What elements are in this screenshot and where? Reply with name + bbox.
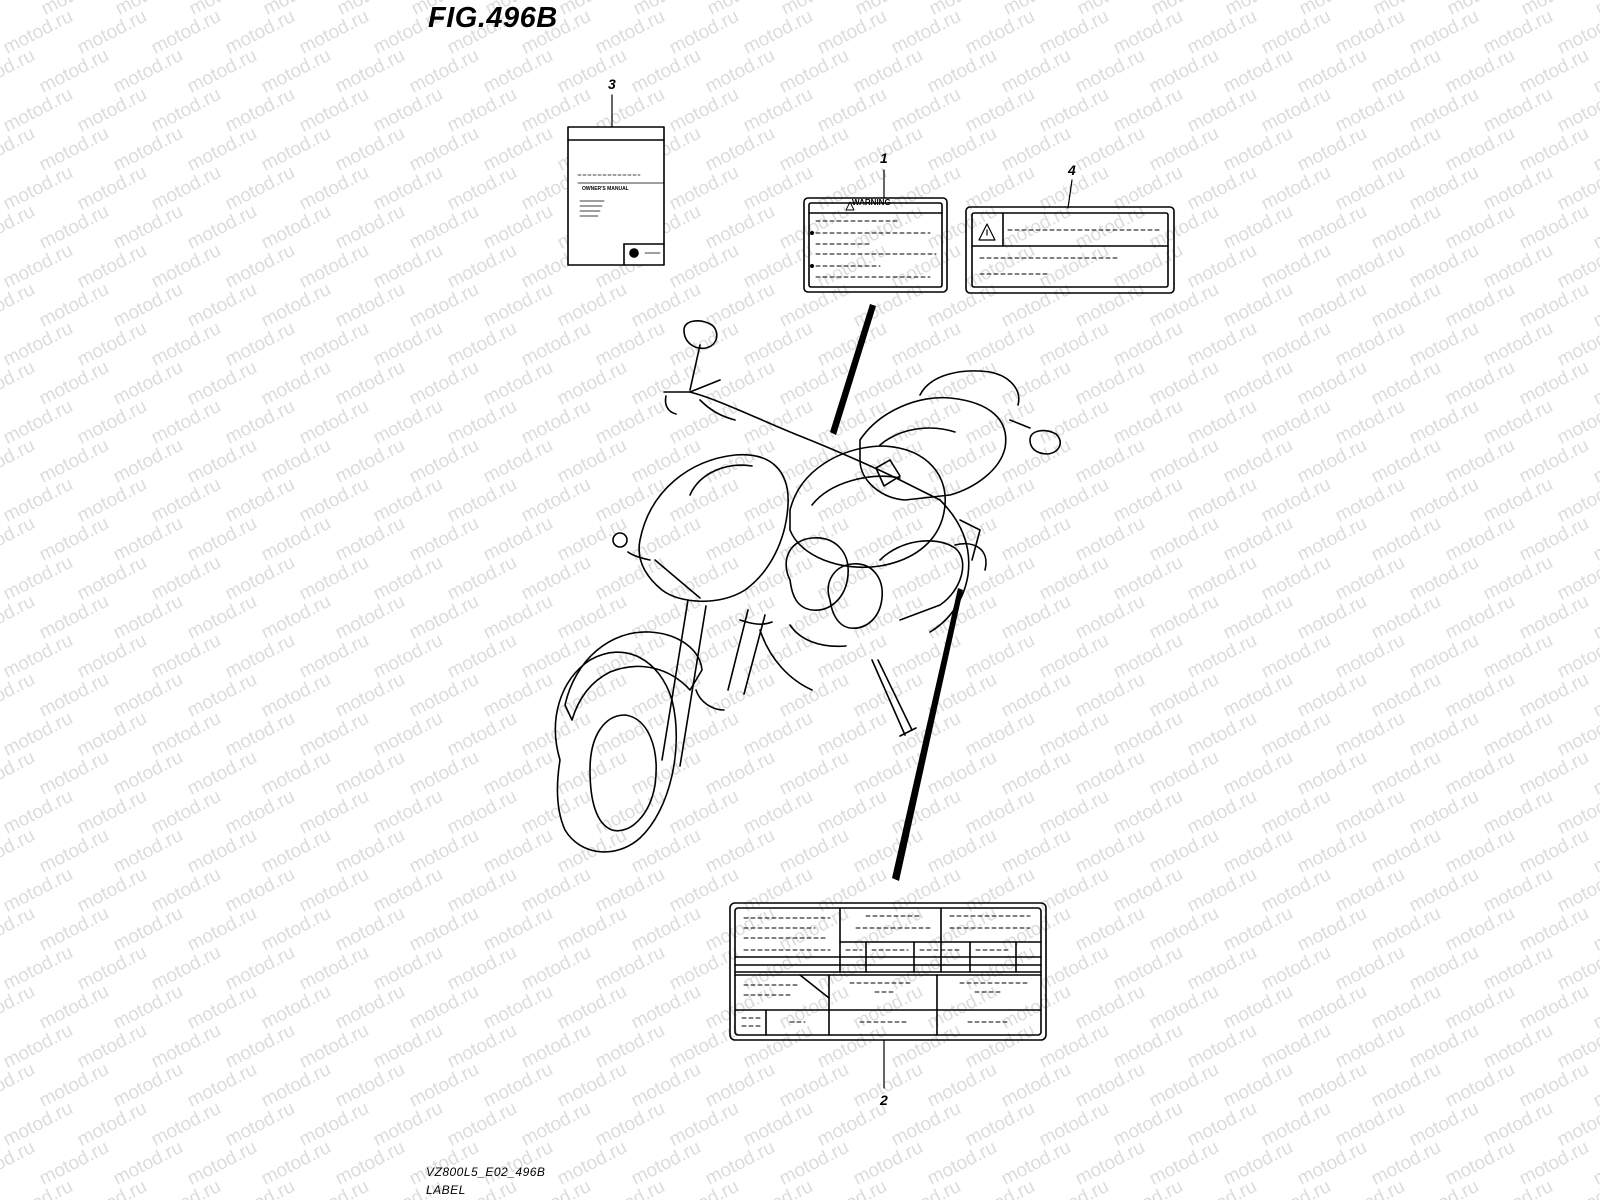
callout-2: 2	[880, 1092, 888, 1108]
owners-manual-booklet	[567, 126, 665, 266]
owners-manual-title: OWNER'S MANUAL	[582, 186, 629, 192]
model-code: VZ800L5_E02_496B	[426, 1165, 546, 1179]
callout-1: 1	[880, 150, 888, 166]
figure-title: FIG.496B	[428, 2, 558, 34]
warning-label-1	[803, 197, 948, 293]
callout-4: 4	[1068, 162, 1076, 178]
caution-label-4	[965, 206, 1175, 294]
callout-3: 3	[608, 76, 616, 92]
motorcycle-drawing	[554, 320, 1061, 853]
specification-label-2	[729, 902, 1047, 1041]
section-name: LABEL	[426, 1183, 466, 1197]
warning-label-title: WARNING	[852, 198, 891, 207]
